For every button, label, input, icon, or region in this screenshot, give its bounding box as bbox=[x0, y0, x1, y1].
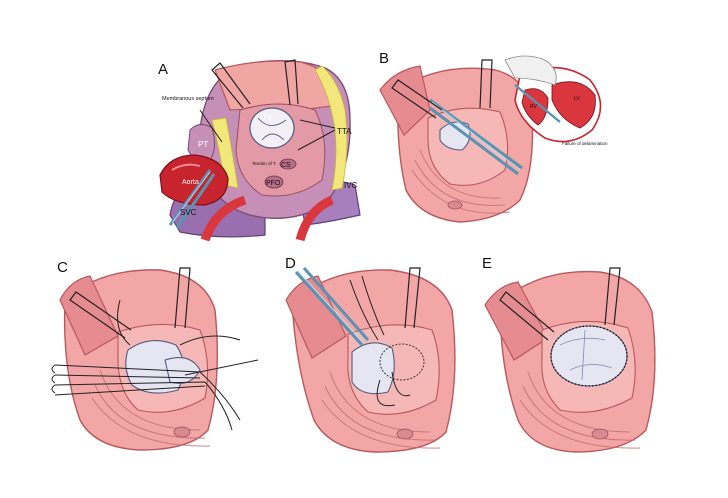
valve-leaflet-lines bbox=[257, 117, 287, 141]
sutures-c bbox=[54, 335, 241, 431]
label-pfo: PFO bbox=[266, 180, 281, 187]
inset-rv bbox=[521, 88, 549, 126]
inset-forceps bbox=[514, 84, 561, 123]
pfo-c bbox=[173, 426, 191, 438]
patch-e-folds bbox=[559, 329, 613, 381]
pointer-tta bbox=[297, 119, 336, 151]
label-aorta: Aorta bbox=[182, 179, 199, 186]
label-tta: TTA bbox=[337, 127, 352, 136]
panel-e-letter: E bbox=[482, 255, 492, 272]
inset-label-lv: LV bbox=[574, 96, 580, 102]
panel-a: A Membranous septum TV TTA PT Aorta Tend… bbox=[158, 59, 361, 242]
rings-d bbox=[321, 371, 441, 449]
forceps-d-highlight bbox=[297, 270, 365, 344]
pointer-membranous bbox=[199, 109, 223, 143]
fat-left bbox=[211, 117, 239, 189]
suture-ring-d bbox=[379, 343, 425, 381]
forceps-d bbox=[294, 267, 370, 347]
pfo-b bbox=[447, 200, 463, 210]
label-tendon: Tendon of T. bbox=[252, 161, 276, 166]
fat-right bbox=[314, 65, 348, 191]
panel-d: D bbox=[285, 255, 456, 453]
pfo bbox=[264, 175, 284, 189]
inset-label-rv: RV bbox=[530, 104, 538, 110]
atrium-c-wall bbox=[59, 275, 119, 356]
needle-c bbox=[184, 359, 259, 376]
inset-heart: RV LV Failure of delamination bbox=[504, 55, 608, 146]
coronary-sinus bbox=[279, 158, 297, 170]
atrium-e-wall bbox=[484, 281, 549, 361]
retractor-b-left bbox=[391, 79, 443, 119]
label-ivc: IVC bbox=[344, 181, 358, 190]
panel-b: RV LV Failure of delamination B bbox=[379, 50, 608, 223]
retractor-a-top bbox=[284, 59, 299, 106]
inset-vessels bbox=[504, 55, 557, 86]
suture-top-c bbox=[117, 299, 131, 346]
retractor-d-top bbox=[404, 267, 421, 329]
retractor-b-top bbox=[479, 59, 493, 109]
pfo-d bbox=[396, 428, 414, 440]
pfo-e bbox=[591, 428, 609, 440]
aorta-highlight bbox=[171, 163, 201, 171]
label-membranous-septum: Membranous septum bbox=[162, 96, 214, 102]
panel-c: C bbox=[51, 259, 259, 451]
atrium-b-wall bbox=[379, 65, 431, 136]
rings-e bbox=[519, 371, 641, 449]
panel-d-letter: D bbox=[285, 255, 296, 272]
bypass-tube-left bbox=[200, 195, 247, 242]
panel-e: E bbox=[482, 255, 656, 453]
retractor-c-left bbox=[69, 291, 132, 339]
panel-b-letter: B bbox=[379, 50, 389, 67]
retractor-a-left bbox=[211, 62, 251, 109]
suture-loops-c bbox=[51, 364, 56, 394]
inset-label-failure: Failure of delamination bbox=[562, 141, 608, 146]
forceps-a-highlight bbox=[171, 171, 211, 224]
bypass-tube-right bbox=[295, 195, 334, 242]
retractor-c-top bbox=[174, 267, 191, 329]
forceps-b-1-highlight bbox=[431, 101, 521, 171]
forceps-b-1 bbox=[429, 98, 523, 176]
valve-b bbox=[439, 121, 471, 151]
label-tv: TV bbox=[262, 113, 273, 122]
retractor-e-left bbox=[499, 291, 555, 341]
sutures-d bbox=[349, 275, 411, 407]
patch-e-stitches bbox=[550, 325, 628, 387]
retractor-e-top bbox=[604, 267, 621, 326]
label-pt: PT bbox=[198, 140, 208, 149]
valve-d bbox=[351, 342, 395, 395]
panel-a-letter: A bbox=[158, 61, 168, 78]
forceps-a bbox=[168, 169, 216, 229]
label-cs: CS bbox=[281, 162, 291, 169]
tricuspid-valve bbox=[249, 107, 295, 149]
panel-c-letter: C bbox=[57, 259, 68, 276]
label-svc: SVC bbox=[180, 208, 197, 217]
inset-lv bbox=[551, 81, 596, 129]
